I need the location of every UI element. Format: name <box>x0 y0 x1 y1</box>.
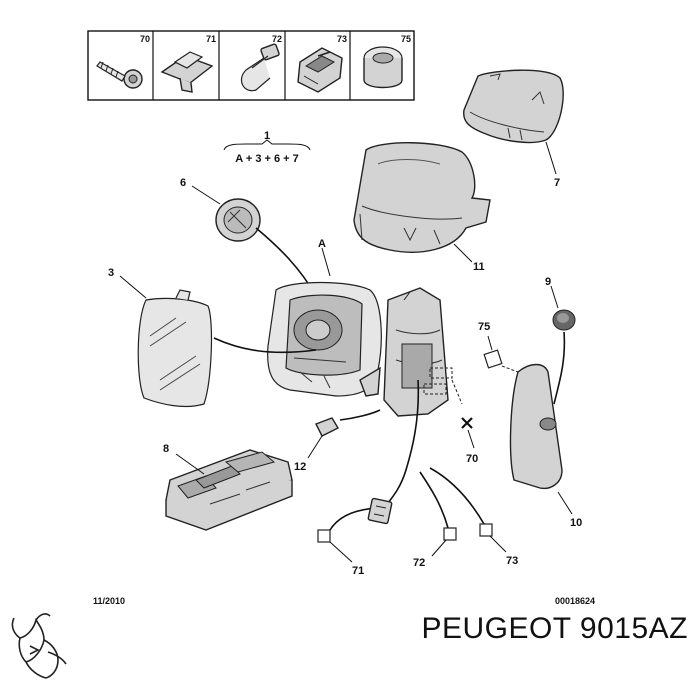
assembly-formula: 1 A + 3 + 6 + 7 <box>223 130 311 165</box>
callout-6: 6 <box>180 177 186 189</box>
clip-icon <box>160 51 214 93</box>
callout-70: 70 <box>466 453 478 465</box>
brand-part-number: PEUGEOT 9015AZ <box>421 612 688 645</box>
mirror-motor-part-6 <box>215 198 317 297</box>
header-part-label-72: 72 <box>272 34 282 44</box>
terminal-72 <box>431 527 457 557</box>
header-part-label-75: 75 <box>401 34 411 44</box>
callout-73: 73 <box>506 555 518 567</box>
mirror-head-assembly-A <box>267 281 382 397</box>
inner-trim-part-10 <box>509 363 563 490</box>
header-part-label-70: 70 <box>140 34 150 44</box>
callout-75: 75 <box>478 321 490 333</box>
mirror-glass-part-3 <box>137 289 213 408</box>
mirror-cover-part-7 <box>463 69 564 144</box>
terminal-71 <box>317 529 353 563</box>
mirror-switch-part-8 <box>165 449 293 531</box>
mirror-housing-part-11 <box>353 142 491 253</box>
diagram-date: 11/2010 <box>93 596 125 606</box>
callout-A: A <box>318 238 326 250</box>
header-parts-table: 70 71 72 73 75 <box>87 30 415 101</box>
grommet-icon <box>363 46 403 89</box>
connector-part-12 <box>307 417 339 459</box>
diagram-code: 00018624 <box>555 596 595 606</box>
header-part-label-71: 71 <box>206 34 216 44</box>
callout-8: 8 <box>163 443 169 455</box>
assembly-number: 1 <box>264 130 270 142</box>
wiring-harness <box>329 379 485 531</box>
cable-strap-icon <box>241 43 280 92</box>
callout-7: 7 <box>554 177 560 189</box>
callout-3: 3 <box>108 267 114 279</box>
callout-11: 11 <box>473 261 485 273</box>
callout-71: 71 <box>352 565 364 577</box>
mount-clip-outline <box>429 367 453 379</box>
callout-10: 10 <box>570 517 582 529</box>
wiring-grommet-part-75 <box>483 335 519 373</box>
assembly-formula-text: A + 3 + 6 + 7 <box>235 153 299 165</box>
screw-marker-part-70 <box>461 417 475 449</box>
connector-clip-icon <box>297 47 343 93</box>
callout-12: 12 <box>294 461 306 473</box>
screw-icon <box>96 61 143 89</box>
header-part-label-73: 73 <box>337 34 347 44</box>
callout-9: 9 <box>545 276 551 288</box>
peugeot-lion-logo <box>11 613 67 679</box>
terminal-73 <box>479 523 507 553</box>
callout-72: 72 <box>413 557 425 569</box>
cap-part-9 <box>550 285 576 405</box>
mount-screw-outline <box>423 383 447 395</box>
